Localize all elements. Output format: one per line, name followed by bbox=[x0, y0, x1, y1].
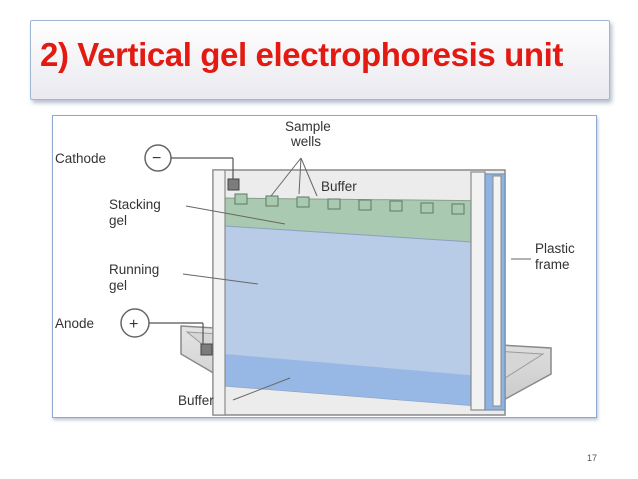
electrophoresis-diagram: Sample wells Cathode − Buffer Stacking g… bbox=[55, 119, 575, 416]
leader-lines bbox=[182, 157, 531, 401]
anode-label: Anode bbox=[55, 316, 94, 331]
slide-title: 2) Vertical gel electrophoresis unit bbox=[40, 36, 563, 73]
wells-label: wells bbox=[290, 134, 321, 149]
running-label: Running bbox=[109, 262, 159, 277]
sample-wells bbox=[234, 193, 465, 215]
buffer-top-label: Buffer bbox=[321, 179, 357, 194]
frame-label: frame bbox=[535, 257, 570, 272]
anode-sign: + bbox=[129, 316, 138, 333]
plastic-label: Plastic bbox=[535, 241, 575, 256]
stacking-gel-label: gel bbox=[109, 213, 127, 228]
sample-label: Sample bbox=[285, 119, 331, 134]
anode-connector bbox=[120, 308, 204, 344]
anode-electrode bbox=[200, 343, 213, 356]
cathode-connector bbox=[144, 144, 234, 179]
title-banner bbox=[30, 20, 610, 100]
buffer-bottom-label: Buffer bbox=[178, 393, 214, 408]
diagram-frame: Sample wells Cathode − Buffer Stacking g… bbox=[52, 115, 597, 418]
running-gel-label: gel bbox=[109, 278, 127, 293]
cathode-label: Cathode bbox=[55, 151, 106, 166]
cathode-sign: − bbox=[152, 150, 161, 167]
cathode-electrode bbox=[227, 178, 240, 191]
stacking-label: Stacking bbox=[109, 197, 161, 212]
slide-number: 17 bbox=[587, 453, 598, 463]
gel-cassette bbox=[200, 169, 506, 416]
